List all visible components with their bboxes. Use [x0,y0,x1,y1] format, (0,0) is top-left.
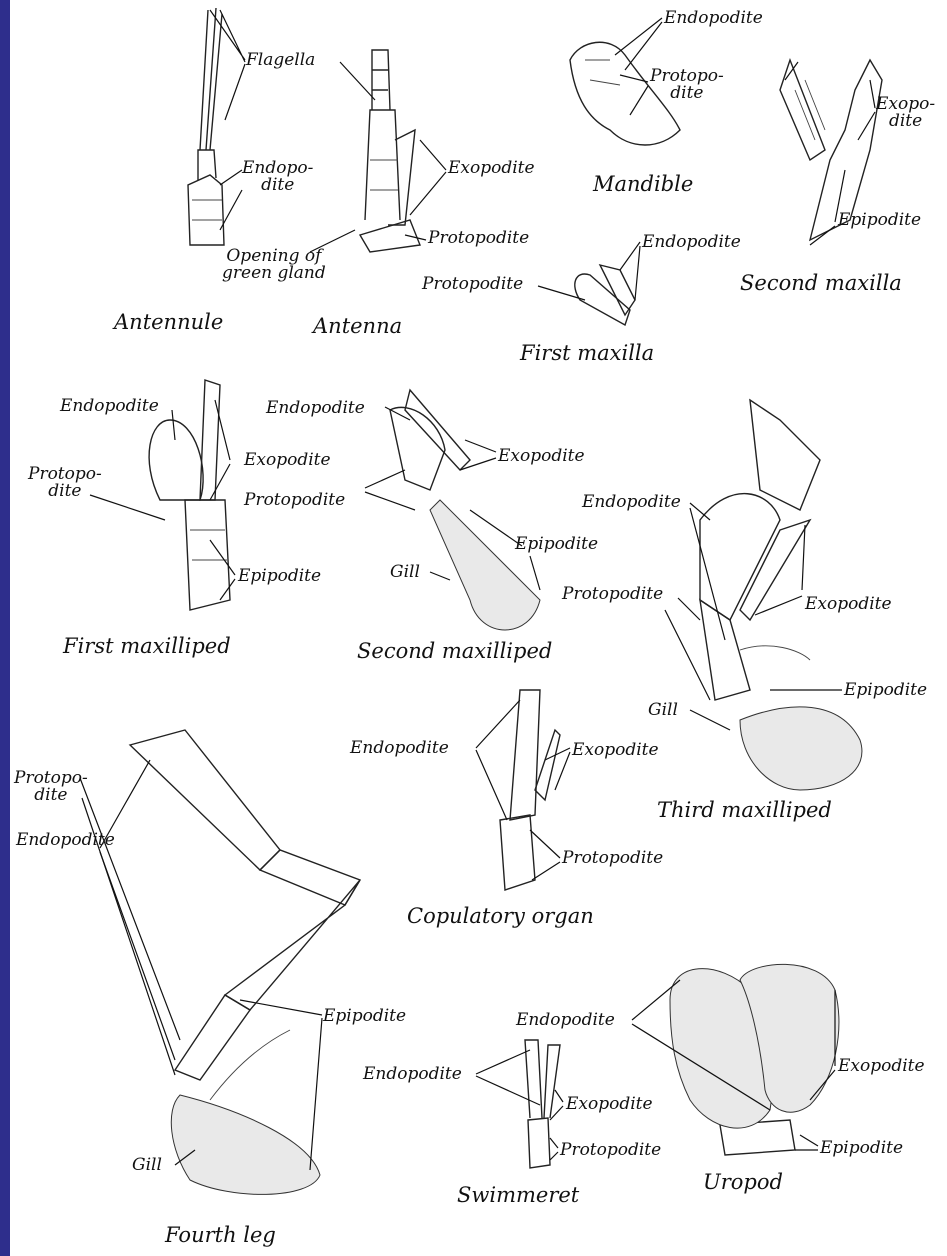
label-third-maxilliped-exopodite: Exopodite [805,596,892,613]
label-first-maxilliped-exopodite: Exopodite [244,452,331,469]
title-copulatory-organ: Copulatory organ [407,906,594,927]
label-swimmeret-protopodite: Protopodite [560,1142,661,1159]
title-antenna: Antenna [313,316,402,337]
label-antenna-exopodite: Exopodite [448,160,535,177]
label-uropod-endopodite: Endopodite [516,1012,615,1029]
label-third-maxilliped-endopodite: Endopodite [582,494,681,511]
label-antenna-protopodite: Protopodite [428,230,529,247]
title-second-maxilliped: Second maxilliped [357,641,552,662]
label-first-maxilliped-epipodite: Epipodite [238,568,321,585]
title-third-maxilliped: Third maxilliped [657,800,832,821]
title-antennule: Antennule [114,312,223,333]
fourth-leg-drawing [130,730,360,1194]
antenna-drawing [360,50,420,252]
label-green-gland: Opening of green gland [222,248,326,282]
label-copulatory-protopodite: Protopodite [562,850,663,867]
label-third-maxilliped-protopodite: Protopodite [562,586,663,603]
label-first-maxilla-protopodite: Protopodite [422,276,523,293]
label-third-maxilliped-epipodite: Epipodite [844,682,927,699]
label-first-maxilliped-endopodite: Endopodite [60,398,159,415]
title-first-maxilliped: First maxilliped [63,636,231,657]
label-second-maxilliped-endopodite: Endopodite [266,400,365,417]
label-antennule-endopodite: Endopo- dite [242,160,313,194]
label-copulatory-endopodite: Endopodite [350,740,449,757]
label-uropod-epipodite: Epipodite [820,1140,903,1157]
label-first-maxilla-endopodite: Endopodite [642,234,741,251]
label-first-maxilliped-protopodite: Protopo- dite [28,466,102,500]
label-second-maxilliped-exopodite: Exopodite [498,448,585,465]
title-first-maxilla: First maxilla [520,343,654,364]
uropod-drawing [670,964,839,1155]
label-third-maxilliped-gill: Gill [648,702,678,719]
label-fourth-leg-endopodite: Endopodite [16,832,115,849]
copulatory-organ-drawing [500,690,560,890]
first-maxilliped-drawing [149,380,230,610]
swimmeret-drawing [525,1040,560,1168]
title-second-maxilla: Second maxilla [740,273,902,294]
antennule-drawing [188,8,224,245]
label-second-maxilla-epipodite: Epipodite [838,212,921,229]
label-mandible-protopodite: Protopo- dite [650,68,724,102]
label-fourth-leg-gill: Gill [132,1157,162,1174]
label-second-maxilliped-gill: Gill [390,564,420,581]
label-uropod-exopodite: Exopodite [838,1058,925,1075]
label-fourth-leg-protopodite: Protopo- dite [14,770,88,804]
title-mandible: Mandible [593,174,693,195]
label-flagella: Flagella [246,52,315,69]
title-swimmeret: Swimmeret [457,1185,579,1206]
label-second-maxilliped-protopodite: Protopodite [244,492,345,509]
first-maxilla-drawing [575,265,635,325]
label-fourth-leg-epipodite: Epipodite [323,1008,406,1025]
label-second-maxilla-exopodite: Exopo- dite [876,96,935,130]
title-uropod: Uropod [703,1172,783,1193]
label-second-maxilliped-epipodite: Epipodite [515,536,598,553]
label-copulatory-exopodite: Exopodite [572,742,659,759]
appendage-drawings [10,0,947,1256]
label-swimmeret-endopodite: Endopodite [363,1066,462,1083]
label-swimmeret-exopodite: Exopodite [566,1096,653,1113]
title-fourth-leg: Fourth leg [165,1225,276,1246]
label-mandible-endopodite: Endopodite [664,10,763,27]
diagram-sheet: Antennule Antenna Mandible First maxilla… [10,0,947,1256]
second-maxilliped-drawing [390,390,540,630]
